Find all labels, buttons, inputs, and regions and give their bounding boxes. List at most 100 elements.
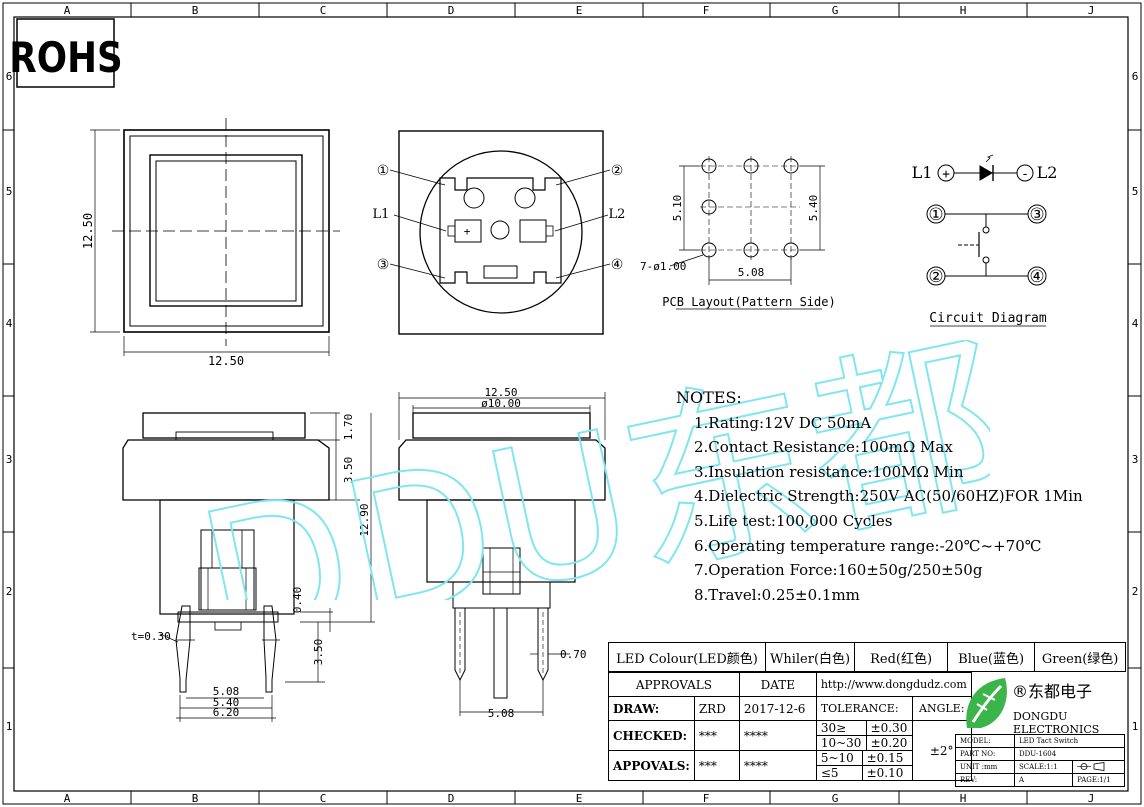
column-label: G xyxy=(832,792,839,805)
led-l2-label: L2 xyxy=(609,207,626,222)
appovals-label: APPOVALS: xyxy=(608,750,695,781)
checked-name: *** xyxy=(693,720,740,751)
circuit-l2: L2 xyxy=(1037,163,1058,182)
note-item: 5.Life test:100,000 Cycles xyxy=(694,511,893,530)
circuit-diagram xyxy=(926,154,1047,327)
title-block-table: APPROVALS DATE http://www.dongdudz.com D… xyxy=(608,672,972,781)
rohs-mark: ROHS xyxy=(9,34,122,82)
top-view-width-dim: 12.50 xyxy=(208,354,244,368)
row-label: 5 xyxy=(6,185,13,198)
circuit-minus: - xyxy=(1021,167,1029,182)
tol-range: 30≥ xyxy=(816,721,867,736)
tol-value: ±0.10 xyxy=(866,766,904,780)
circuit-node-4: ④ xyxy=(1029,267,1044,287)
tol-value: ±0.20 xyxy=(870,736,908,750)
projection-icon xyxy=(1077,761,1105,771)
side-dim-040: 0.40 xyxy=(291,587,304,614)
row-label: 2 xyxy=(1132,585,1139,598)
side-dim-170: 1.70 xyxy=(342,414,355,441)
draw-date: 2017-12-6 xyxy=(738,696,817,721)
appovals-name: *** xyxy=(693,750,740,781)
tol-range: 5~10 xyxy=(816,751,863,766)
side-dim-540: 5.40 xyxy=(213,696,240,709)
circuit-title: Circuit Diagram xyxy=(929,311,1047,326)
column-label: A xyxy=(64,4,71,17)
tol-value: ±0.15 xyxy=(862,751,912,766)
note-item: 7.Operation Force:160±50g/250±50g xyxy=(694,561,983,580)
side-dim-350: 3.50 xyxy=(342,457,355,484)
note-item: 6.Operating temperature range:-20℃~+70℃ xyxy=(694,536,1042,555)
front-dim-1250: 12.50 xyxy=(484,386,517,399)
tol-range: ≤5 xyxy=(816,765,863,780)
row-label: 6 xyxy=(6,70,13,83)
row-label: 6 xyxy=(1132,70,1139,83)
tolerance-label: TOLERANCE: xyxy=(815,696,913,721)
checked-label: CHECKED: xyxy=(608,720,695,751)
note-item: 8.Travel:0.25±0.1mm xyxy=(694,585,860,604)
tol-range: 10~30 xyxy=(816,735,867,750)
rohs-box xyxy=(16,18,115,88)
column-label: A xyxy=(64,792,71,805)
company-logo-box: ®东都电子 DONGDU ELECTRONICS xyxy=(955,672,1125,736)
draw-name: ZRD xyxy=(693,696,740,721)
notes-title: NOTES: xyxy=(676,388,742,407)
approvals-header: APPROVALS xyxy=(608,672,740,697)
column-label: C xyxy=(320,792,327,805)
column-label: E xyxy=(576,4,583,17)
column-label: B xyxy=(192,4,199,17)
rev-value: A xyxy=(1013,773,1074,787)
side-dim-620: 6.20 xyxy=(213,706,240,719)
led-red-option: Red(红色) xyxy=(854,642,949,672)
pcb-holes-label: 7-ø1.00 xyxy=(640,260,686,273)
angle-label: ANGLE: xyxy=(911,696,972,721)
plus-mark: + xyxy=(464,225,471,238)
part-no-label: PART NO: xyxy=(955,747,1015,761)
column-label: C xyxy=(320,4,327,17)
front-dim-508: 5.08 xyxy=(488,707,515,720)
column-label: F xyxy=(703,4,710,17)
front-dim-1000: ø10.00 xyxy=(481,397,521,410)
row-label: 1 xyxy=(1132,720,1139,733)
circuit-plus: + xyxy=(942,167,950,182)
led-l1-label: L1 xyxy=(373,207,390,222)
frame-ticks xyxy=(3,3,1141,804)
led-green-option: Green(绿色) xyxy=(1034,642,1127,672)
column-label: D xyxy=(448,792,455,805)
unit-label: UNIT :mm xyxy=(955,760,1015,774)
circuit-l1: L1 xyxy=(912,163,933,182)
side-dim-1290: 12.90 xyxy=(358,503,371,536)
pin-4-label: ④ xyxy=(611,257,624,273)
draw-label: DRAW: xyxy=(608,696,695,721)
part-info-table: MODEL: LED Tact Switch PART NO: DDU-1604… xyxy=(955,734,1125,787)
row-label: 5 xyxy=(1132,185,1139,198)
side-view xyxy=(122,412,375,722)
tol-value: ±0.30 xyxy=(866,721,912,736)
model-value: LED Tact Switch xyxy=(1014,734,1125,748)
part-no-value: DDU-1604 xyxy=(1014,747,1125,761)
column-label: H xyxy=(960,792,967,805)
led-blue-option: Blue(蓝色) xyxy=(947,642,1036,672)
column-label: E xyxy=(576,792,583,805)
circuit-node-2: ② xyxy=(928,267,943,287)
leaf-logo-icon xyxy=(966,678,1007,728)
pin-3-label: ③ xyxy=(377,257,390,273)
row-label: 2 xyxy=(6,585,13,598)
model-label: MODEL: xyxy=(955,734,1015,748)
date-header: DATE xyxy=(738,672,817,697)
top-view xyxy=(90,118,340,356)
company-name-cn: ®东都电子 xyxy=(1012,682,1093,701)
notes-block: NOTES: 1.Rating:12V DC 50mA 2.Contact Re… xyxy=(676,386,1083,607)
pin-2-label: ② xyxy=(611,163,624,179)
pcb-dim-510: 5.10 xyxy=(671,195,684,222)
led-white-option: Whiler(白色) xyxy=(764,642,856,672)
pcb-dim-508: 5.08 xyxy=(738,266,765,279)
website-text: http://www.dongdudz.com xyxy=(815,672,972,697)
company-name-en: DONGDU ELECTRONICS xyxy=(1013,710,1100,736)
pin-1-label: ① xyxy=(377,163,390,179)
side-dim-508: 5.08 xyxy=(213,685,240,698)
note-item: 2.Contact Resistance:100mΩ Max xyxy=(694,438,953,457)
